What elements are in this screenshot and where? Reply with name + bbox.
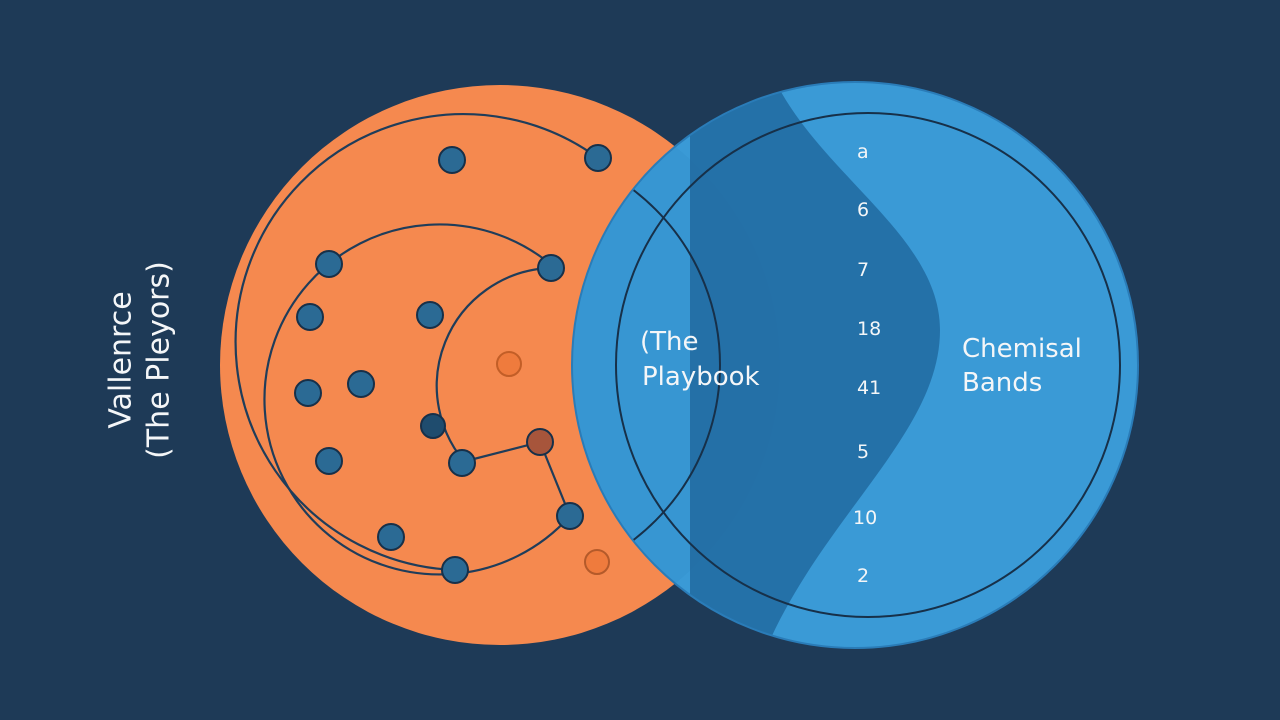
band-number: 18 [857,318,881,340]
node [556,502,584,530]
side-label-line1: Vallenrce [103,291,139,429]
orbit-arc-inner [435,266,551,469]
node-rust [526,428,554,456]
node [420,413,446,439]
orange-circle-outline [572,144,721,586]
right-label-line1: Chemisal [962,334,1082,364]
node [584,144,612,172]
right-label-line2: Bands [962,368,1042,398]
chemical-band [690,90,940,640]
node [294,379,322,407]
node-orange [584,549,610,575]
node [537,254,565,282]
node [448,449,476,477]
node [296,303,324,331]
band-number: 6 [857,199,869,221]
atom-nodes [294,144,612,584]
blue-circle-outline [571,81,1139,649]
node [347,370,375,398]
band-number: 5 [857,441,869,463]
node [315,447,343,475]
node [416,301,444,329]
node [315,250,343,278]
node [377,523,405,551]
node [441,556,469,584]
overlap-region [572,85,780,645]
band-number: a [857,141,869,163]
band-number: 2 [857,565,869,587]
orbit-arc-outer [234,113,599,572]
node-center [496,351,522,377]
band-number: 41 [857,377,881,399]
band-number: 10 [853,507,877,529]
side-label: Vallenrce (The Pleyors) [103,261,178,459]
overlap-label-line1: (The [640,327,699,357]
band-number: 7 [857,259,869,281]
side-label-line2: (The Pleyors) [141,261,176,459]
overlap-label-line2: Playbook [642,362,760,392]
blue-inner-ring [615,112,1121,618]
band-numbers: a 6 7 18 41 5 10 2 [853,141,881,587]
node [438,146,466,174]
